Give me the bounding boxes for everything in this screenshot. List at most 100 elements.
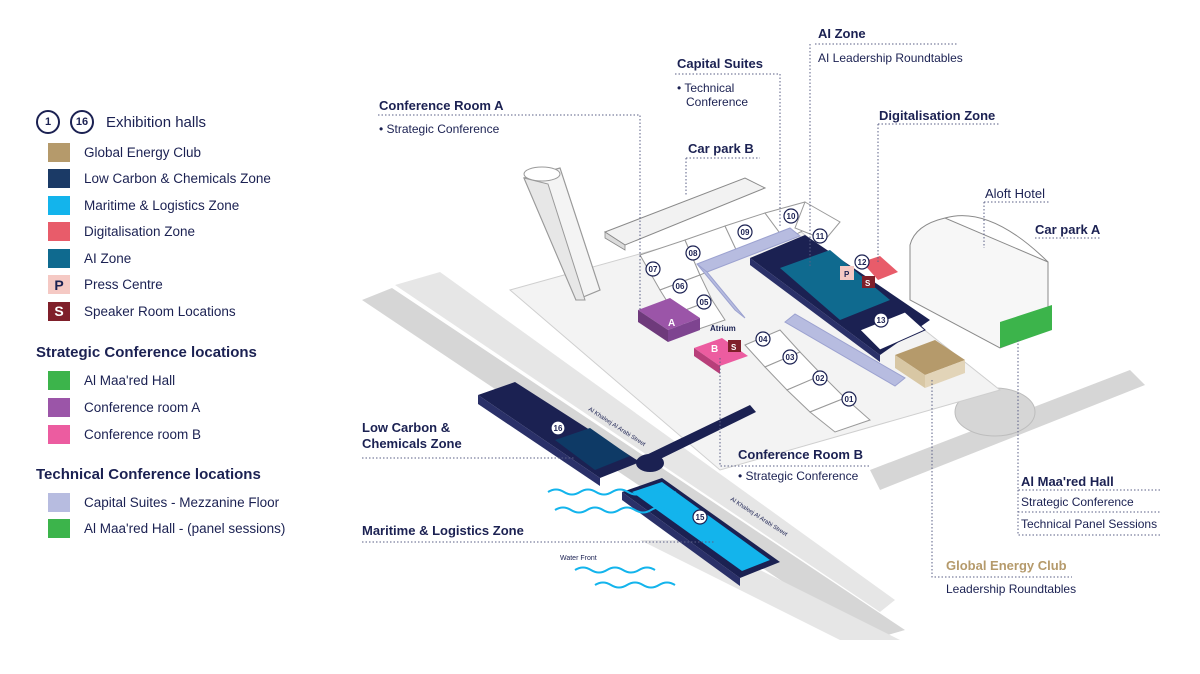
speaker-marker-room-b (728, 340, 741, 352)
legend-strategic-label: Conference room A (84, 399, 201, 415)
legend-technical-swatch-icon (48, 518, 70, 538)
connector-bridge (640, 405, 756, 466)
legend-zone-label: Digitalisation Zone (84, 224, 196, 239)
hall-badge-08: 08 (685, 245, 701, 261)
legend-zone-swatch-icon: P (48, 275, 70, 294)
hall-badge-12: 12 (854, 254, 870, 270)
hall-badge-09: 09 (737, 224, 753, 240)
legend-strategic-item: Conference room B (36, 424, 201, 444)
callout-low-carbon-title1: Low Carbon & (362, 420, 451, 435)
legend-zone-label: Low Carbon & Chemicals Zone (84, 171, 271, 186)
hall-badge-circle-icon (696, 294, 712, 310)
conference-room-b-block (694, 338, 748, 374)
legend-zone-label: Global Energy Club (84, 144, 202, 160)
legend-exhibition-halls: 1 16 Exhibition halls (36, 110, 206, 134)
callout-digitalisation-title: Digitalisation Zone (879, 108, 996, 123)
digitalisation-zone-block (862, 256, 898, 280)
hall-badge-circle-icon (841, 391, 857, 407)
callout-conference-room-b-title: Conference Room B (738, 447, 863, 462)
tower (523, 166, 601, 301)
callout-ai-zone-title: AI Zone (818, 26, 866, 41)
legend-technical-label: Capital Suites - Mezzanine Floor (84, 494, 280, 510)
callout-conference-room-a-text: • Strategic Conference (379, 122, 500, 136)
room-b-letter: B (711, 344, 718, 355)
callout-capital-suites-text1: • Technical (677, 81, 735, 95)
leader-lines (362, 43, 1160, 578)
legend-technical-item: Al Maa'red Hall - (panel sessions) (36, 518, 285, 538)
callout-conference-room-a-title: Conference Room A (379, 98, 504, 113)
hall-badge-number: 04 (759, 335, 768, 344)
hall-badge-circle-icon (812, 370, 828, 386)
speaker-letter-2: S (731, 343, 737, 352)
hall-badge-06: 06 (672, 278, 688, 294)
hall-badge-circle-icon (854, 254, 870, 270)
legend-zone-label: AI Zone (84, 250, 132, 266)
hall-badge-04: 04 (755, 331, 771, 347)
callout-al-maared-text2: Technical Panel Sessions (1021, 517, 1158, 531)
callout-car-park-b-title: Car park B (688, 141, 754, 156)
hall-badge-15: 15 (692, 509, 708, 525)
hall-badge-circle-icon (812, 228, 828, 244)
callout-global-energy-club-text: Leadership Roundtables (946, 582, 1077, 596)
legend-zone-swatch-icon (48, 142, 70, 162)
hall-badge-11: 11 (812, 228, 828, 244)
speaker-marker-hall-12 (862, 276, 875, 288)
legend-strategic-swatch-icon (48, 397, 70, 417)
car-park-b (603, 177, 767, 251)
hall-badge-circle-icon (783, 208, 799, 224)
capital-suites-mezzanine (696, 227, 906, 387)
legend-technical-item: Capital Suites - Mezzanine Floor (36, 492, 279, 512)
hall-15-block (622, 478, 780, 586)
legend-zone-label: Press Centre (84, 277, 163, 292)
strategic-heading: Strategic Conference locations (36, 344, 257, 361)
legend-zone-item: AI Zone (36, 248, 131, 268)
technical-heading: Technical Conference locations (36, 466, 261, 483)
callout-al-maared-text1: Strategic Conference (1021, 495, 1134, 509)
callout-car-park-a-title: Car park A (1035, 222, 1101, 237)
global-energy-club-block (895, 340, 965, 388)
conference-room-a-block (638, 298, 700, 342)
hall-badge-circle-icon (685, 245, 701, 261)
hall-badge-circle-icon (873, 312, 889, 328)
hall-badge-number: 15 (696, 513, 705, 522)
legend-technical-label: Al Maa'red Hall - (panel sessions) (84, 520, 286, 536)
lower-road (640, 540, 900, 640)
legend-zone-item: Digitalisation Zone (36, 222, 195, 242)
aloft-hotel (909, 215, 1052, 349)
water-front-waves (547, 488, 684, 589)
callout-maritime-title: Maritime & Logistics Zone (362, 523, 524, 538)
hall-badge-number: 16 (554, 424, 563, 433)
legend-strategic-swatch-icon (48, 424, 70, 444)
callout-al-maared-title: Al Maa'red Hall (1021, 474, 1114, 489)
legend-strategic-label: Conference room B (84, 426, 202, 442)
speaker-letter-1: S (865, 279, 871, 288)
hall-badge-circle-icon (672, 278, 688, 294)
legend-zone-swatch-icon (48, 195, 70, 215)
press-letter: P (844, 270, 850, 279)
hall-badge-number: 11 (816, 232, 825, 241)
legend-zone-swatch-icon: S (48, 301, 70, 321)
callout-conference-room-b-text: • Strategic Conference (738, 469, 859, 483)
hall-badge-10: 10 (783, 208, 799, 224)
legend-zone-item: Global Energy Club (36, 142, 201, 162)
hall-badge-01: 01 (841, 391, 857, 407)
hall-badge-circle-icon (737, 224, 753, 240)
legend-strategic-item: Conference room A (36, 397, 200, 417)
legend-zone-item: P Press Centre (36, 275, 163, 295)
road-band-inner (395, 272, 895, 612)
hall-badge-number: 02 (816, 374, 825, 383)
room-a-letter: A (668, 318, 675, 329)
callout-capital-suites-text2: Conference (686, 95, 749, 109)
hall-badge-number: 06 (676, 282, 685, 291)
legend-zone-label: Maritime & Logistics Zone (84, 197, 240, 213)
hall-badge-16: 16 (550, 420, 566, 436)
atrium-label: Atrium (710, 324, 736, 333)
hall-badge-number: 10 (787, 212, 796, 221)
hall-badge-number: 01 (845, 395, 854, 404)
water-front-label: Water Front (560, 555, 597, 562)
hall-badge-02: 02 (812, 370, 828, 386)
callout-global-energy-club-title: Global Energy Club (946, 558, 1067, 573)
